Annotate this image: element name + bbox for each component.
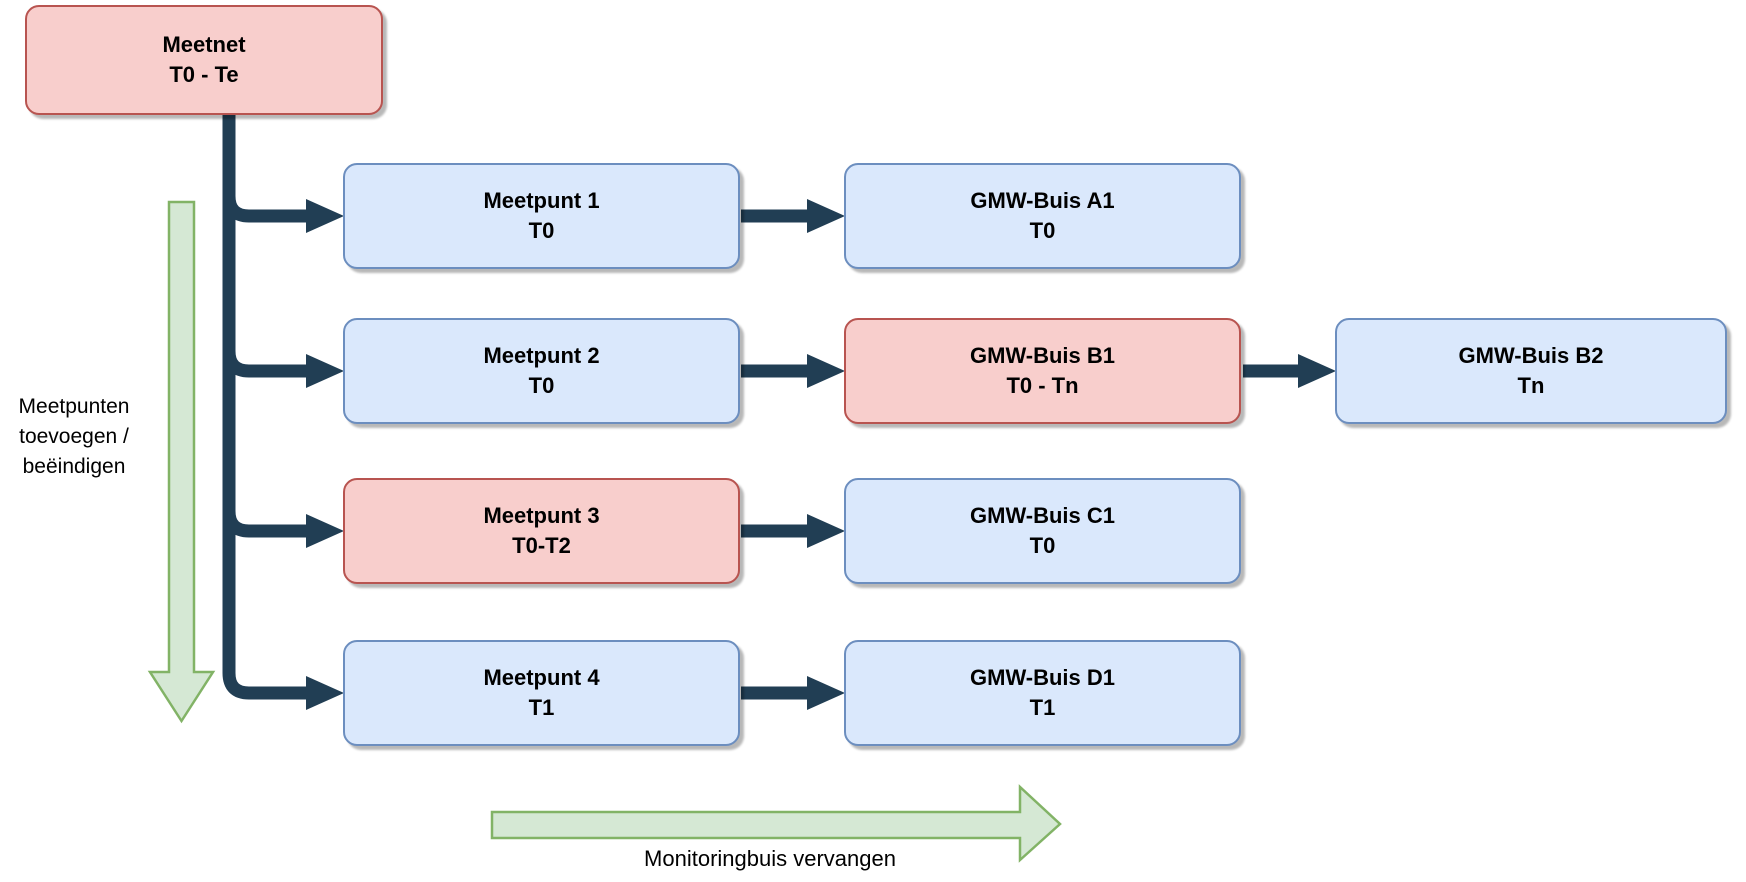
node-sublabel: T0: [528, 373, 555, 398]
node-meetpunt-3: Meetpunt 3 T0-T2: [343, 478, 740, 584]
node-label: GMW-Buis B2: [1458, 343, 1604, 368]
node-gmw-buis-a1: GMW-Buis A1 T0: [844, 163, 1241, 269]
node-gmw-buis-b1: GMW-Buis B1 T0 - Tn: [844, 318, 1241, 424]
node-sublabel: T0 - Tn: [1006, 373, 1079, 398]
arrowhead-d1: [807, 676, 845, 710]
arrowhead-b2: [1298, 354, 1336, 388]
node-meetpunt-1: Meetpunt 1 T0: [343, 163, 740, 269]
arrowhead-row4: [306, 676, 344, 710]
arrowhead-b1: [807, 354, 845, 388]
side-arrow-caption-line: Meetpunten: [18, 395, 130, 418]
arrowhead-row1: [306, 199, 344, 233]
tree-connector-row4: [222, 112, 307, 700]
node-label: Meetpunt 2: [483, 343, 600, 368]
tree-connector-row2: [222, 112, 307, 378]
side-arrow-caption: Meetpunten toevoegen / beëindigen: [0, 392, 148, 482]
node-label: Meetnet: [162, 32, 246, 57]
node-sublabel: T0 - Te: [169, 62, 239, 87]
node-label: Meetpunt 3: [483, 503, 600, 528]
node-gmw-buis-b2: GMW-Buis B2 Tn: [1335, 318, 1727, 424]
bottom-arrow-caption: Monitoringbuis vervangen: [644, 846, 896, 871]
arrowhead-row3: [306, 514, 344, 548]
node-label: GMW-Buis A1: [970, 188, 1115, 213]
side-arrow-caption-line: beëindigen: [22, 455, 126, 478]
node-meetnet: Meetnet T0 - Te: [25, 5, 383, 115]
node-label: GMW-Buis D1: [970, 665, 1115, 690]
node-label: Meetpunt 1: [483, 188, 600, 213]
node-label: Meetpunt 4: [483, 665, 600, 690]
tree-connector-row1: [222, 112, 307, 223]
arrowhead-a1: [807, 199, 845, 233]
node-sublabel: T0: [1029, 533, 1056, 558]
node-label: GMW-Buis C1: [970, 503, 1115, 528]
green-right-arrow: [490, 784, 1062, 863]
node-sublabel: T1: [1029, 695, 1056, 720]
side-arrow-caption-line: toevoegen /: [19, 425, 129, 448]
node-sublabel: T0: [528, 218, 555, 243]
node-meetpunt-2: Meetpunt 2 T0: [343, 318, 740, 424]
node-gmw-buis-c1: GMW-Buis C1 T0: [844, 478, 1241, 584]
node-sublabel: T0-T2: [512, 533, 571, 558]
green-down-arrow: [147, 200, 216, 724]
node-gmw-buis-d1: GMW-Buis D1 T1: [844, 640, 1241, 746]
arrowhead-row2: [306, 354, 344, 388]
arrowhead-c1: [807, 514, 845, 548]
node-sublabel: T0: [1029, 218, 1056, 243]
node-label: GMW-Buis B1: [970, 343, 1115, 368]
node-sublabel: T1: [528, 695, 555, 720]
tree-connector-row3: [222, 112, 307, 538]
node-meetpunt-4: Meetpunt 4 T1: [343, 640, 740, 746]
node-sublabel: Tn: [1517, 373, 1545, 398]
